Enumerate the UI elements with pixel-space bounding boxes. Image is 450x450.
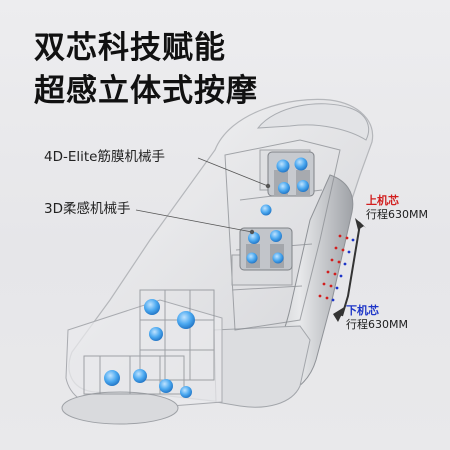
lower-core-title: 下机芯 [346, 304, 379, 317]
callout-lines [135, 157, 271, 235]
upper-core-travel: 行程630MM [366, 208, 428, 221]
upper-core-title: 上机芯 [366, 194, 399, 207]
lower-core-travel: 行程630MM [346, 318, 408, 331]
travel-arrows [318, 218, 366, 322]
callout-3d: 3D柔感机械手 [44, 201, 131, 217]
lower-mechanism [239, 227, 293, 271]
lower-core-label: 下机芯 行程630MM [346, 304, 408, 332]
calf-rollers [104, 299, 195, 398]
upper-mechanism [260, 151, 315, 216]
headline-line-2: 超感立体式按摩 [34, 73, 258, 109]
footrest [61, 289, 223, 425]
callout-4d-elite: 4D-Elite筋膜机械手 [44, 149, 165, 165]
upper-core-label: 上机芯 行程630MM [366, 194, 428, 222]
headline-line-1: 双芯科技赋能 [34, 30, 226, 66]
